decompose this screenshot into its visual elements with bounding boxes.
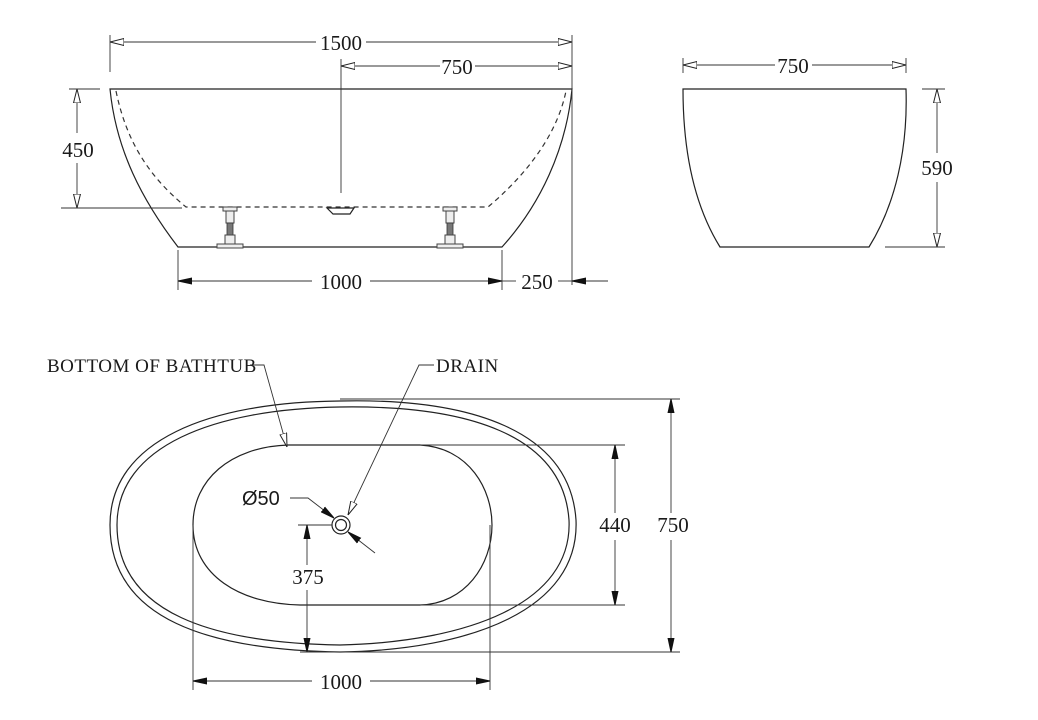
dim-end-height: 590	[921, 156, 953, 180]
side-view-drain	[325, 207, 356, 215]
top-view: Ø50 375 440 750 1000 BOTTOM OF BATHTUB D…	[47, 356, 689, 694]
side-view-foot-right	[436, 206, 464, 249]
side-view-foot-left	[216, 206, 244, 249]
top-view-outer-rim	[109, 400, 577, 653]
dim-overall-length: 1500	[320, 31, 362, 55]
label-drain: DRAIN	[436, 356, 499, 377]
side-view: 1500 750 450 1000 250	[61, 31, 608, 294]
dim-overall-width: 750	[657, 513, 689, 537]
top-view-inner-rim	[116, 406, 570, 646]
dim-drain-diameter: Ø50	[242, 488, 280, 510]
dim-base-length: 1000	[320, 270, 362, 294]
end-view: 750 590	[682, 54, 953, 248]
end-view-tub-outline	[682, 88, 907, 248]
dim-bottom-width: 440	[599, 513, 631, 537]
dim-end-width: 750	[777, 54, 809, 78]
side-view-tub-outline	[109, 88, 573, 248]
label-bottom-of-bathtub: BOTTOM OF BATHTUB	[47, 356, 257, 377]
top-view-drain	[331, 515, 351, 535]
top-view-bathtub-bottom	[192, 444, 493, 606]
dim-base-overhang: 250	[521, 270, 553, 294]
dim-inner-depth: 450	[62, 138, 94, 162]
dim-drain-offset: 750	[441, 55, 473, 79]
dim-drain-position: 375	[292, 565, 324, 589]
dim-bottom-length: 1000	[320, 670, 362, 694]
side-view-inner-profile	[115, 90, 567, 208]
